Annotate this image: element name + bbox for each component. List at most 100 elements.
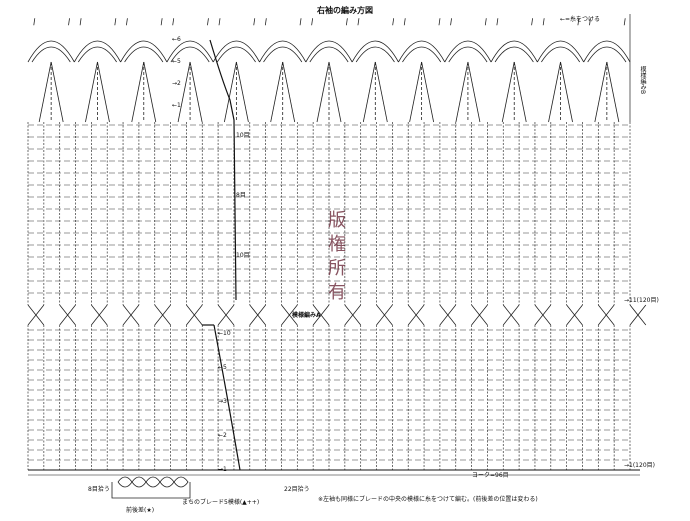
scallop: [444, 40, 492, 63]
scallop-stitch: [218, 18, 221, 26]
scallop-inner: [263, 46, 303, 63]
scallop: [73, 40, 121, 63]
scallop-inner: [541, 46, 581, 63]
scallop-inner: [31, 46, 71, 63]
lower-row-mark-2: →3: [218, 398, 227, 405]
braid-loop: [173, 476, 189, 488]
transition-line: [502, 304, 520, 326]
scallop: [212, 40, 260, 63]
transition-line: [217, 304, 235, 326]
transition-line: [59, 304, 76, 326]
scallop: [259, 40, 307, 63]
scallop-stitch: [542, 18, 545, 26]
scallop-border: [27, 18, 631, 63]
braid-loop: [159, 476, 175, 488]
fan-line: [594, 61, 608, 123]
transition-line: [281, 304, 298, 326]
scallop-inner: [355, 46, 395, 63]
transition-line: [598, 304, 615, 326]
transition-line: [312, 304, 330, 326]
chart-title: 右袖の編み方図: [317, 6, 373, 15]
fan-line: [548, 61, 561, 123]
scallop-stitch: [160, 18, 163, 26]
fan-line: [316, 61, 330, 123]
scallop-inner: [402, 46, 442, 63]
fan-line: [223, 61, 237, 123]
pickup-22-label: 22目拾う: [284, 486, 310, 493]
scallop-stitch: [392, 18, 395, 26]
scallop-stitch: [311, 18, 314, 26]
scallop-stitch: [253, 18, 256, 26]
scallop: [27, 40, 75, 63]
row-1-label: →1(120目): [624, 462, 655, 469]
scallop-stitch: [450, 18, 452, 26]
scallop-stitch: [531, 18, 533, 26]
fan-line: [189, 61, 203, 123]
scallop-stitch: [68, 18, 70, 26]
transition-line: [186, 304, 203, 326]
scallop-stitch: [33, 18, 36, 26]
scallop: [398, 40, 446, 63]
scallop-stitch: [114, 18, 117, 26]
transition-line: [249, 304, 266, 326]
scallop-stitch: [207, 18, 209, 26]
scallop-stitch: [126, 18, 128, 26]
scallop-stitch: [438, 18, 441, 26]
fan-line: [467, 61, 481, 123]
scallop-inner: [587, 46, 627, 63]
note-text: ※左袖も同様にブレードの中央の模様に糸をつけて編む。(前後差の位置は変わる): [318, 496, 538, 503]
upper-row-mark-3: ←1: [172, 102, 181, 109]
scallop: [490, 40, 538, 63]
fan-line: [501, 61, 515, 123]
upper-grid: [27, 122, 631, 305]
mid-row-mark-2: 10目: [236, 252, 250, 259]
transition-line: [566, 304, 583, 326]
fan-lines: [27, 61, 647, 326]
fan-line: [606, 61, 620, 123]
transition-line: [154, 304, 171, 326]
scallop-inner: [77, 46, 117, 63]
row-11-label: →11(120目): [624, 297, 659, 304]
fan-line: [328, 61, 342, 123]
braid-loop: [117, 476, 133, 488]
yoke-label: ヨーク=96目: [472, 472, 509, 479]
scallop-stitch: [589, 18, 591, 26]
transition-line: [629, 304, 647, 326]
transition-line: [122, 304, 140, 326]
scallop: [583, 40, 631, 63]
attach-yarn-label: ←=糸をつける: [560, 16, 601, 23]
scallop: [166, 40, 214, 63]
scallop-stitch: [484, 18, 487, 26]
pattern-a-label: 模様編みA: [292, 312, 321, 319]
transition-line: [344, 304, 361, 326]
transition-line: [27, 304, 45, 326]
scallop-inner: [448, 46, 488, 63]
scallop-inner: [124, 46, 164, 63]
fan-line: [513, 61, 527, 123]
scallop-stitch: [496, 18, 499, 26]
fan-line: [85, 61, 98, 123]
scallop-stitch: [299, 18, 302, 26]
watermark: 版権所有: [325, 210, 346, 306]
transition-line: [91, 304, 108, 326]
fan-line: [270, 61, 284, 123]
scallop: [305, 40, 353, 63]
scallop-stitch: [623, 18, 626, 26]
scallop-inner: [309, 46, 349, 63]
scallop-stitch: [345, 18, 348, 26]
center-seam: [202, 39, 241, 471]
braid-loop: [131, 476, 147, 488]
braid-bracket: [111, 482, 191, 499]
transition-line: [376, 304, 393, 326]
seam-upper: [209, 39, 237, 301]
transition-line: [471, 304, 488, 326]
lower-grid: [27, 325, 631, 470]
fan-line: [131, 61, 145, 123]
lower-row-mark-3: ←2: [218, 432, 227, 439]
fan-line: [374, 61, 388, 123]
transition-line: [407, 304, 425, 326]
fan-line: [50, 61, 64, 123]
scallop: [120, 40, 168, 63]
upper-row-mark-2: →2: [172, 80, 181, 87]
